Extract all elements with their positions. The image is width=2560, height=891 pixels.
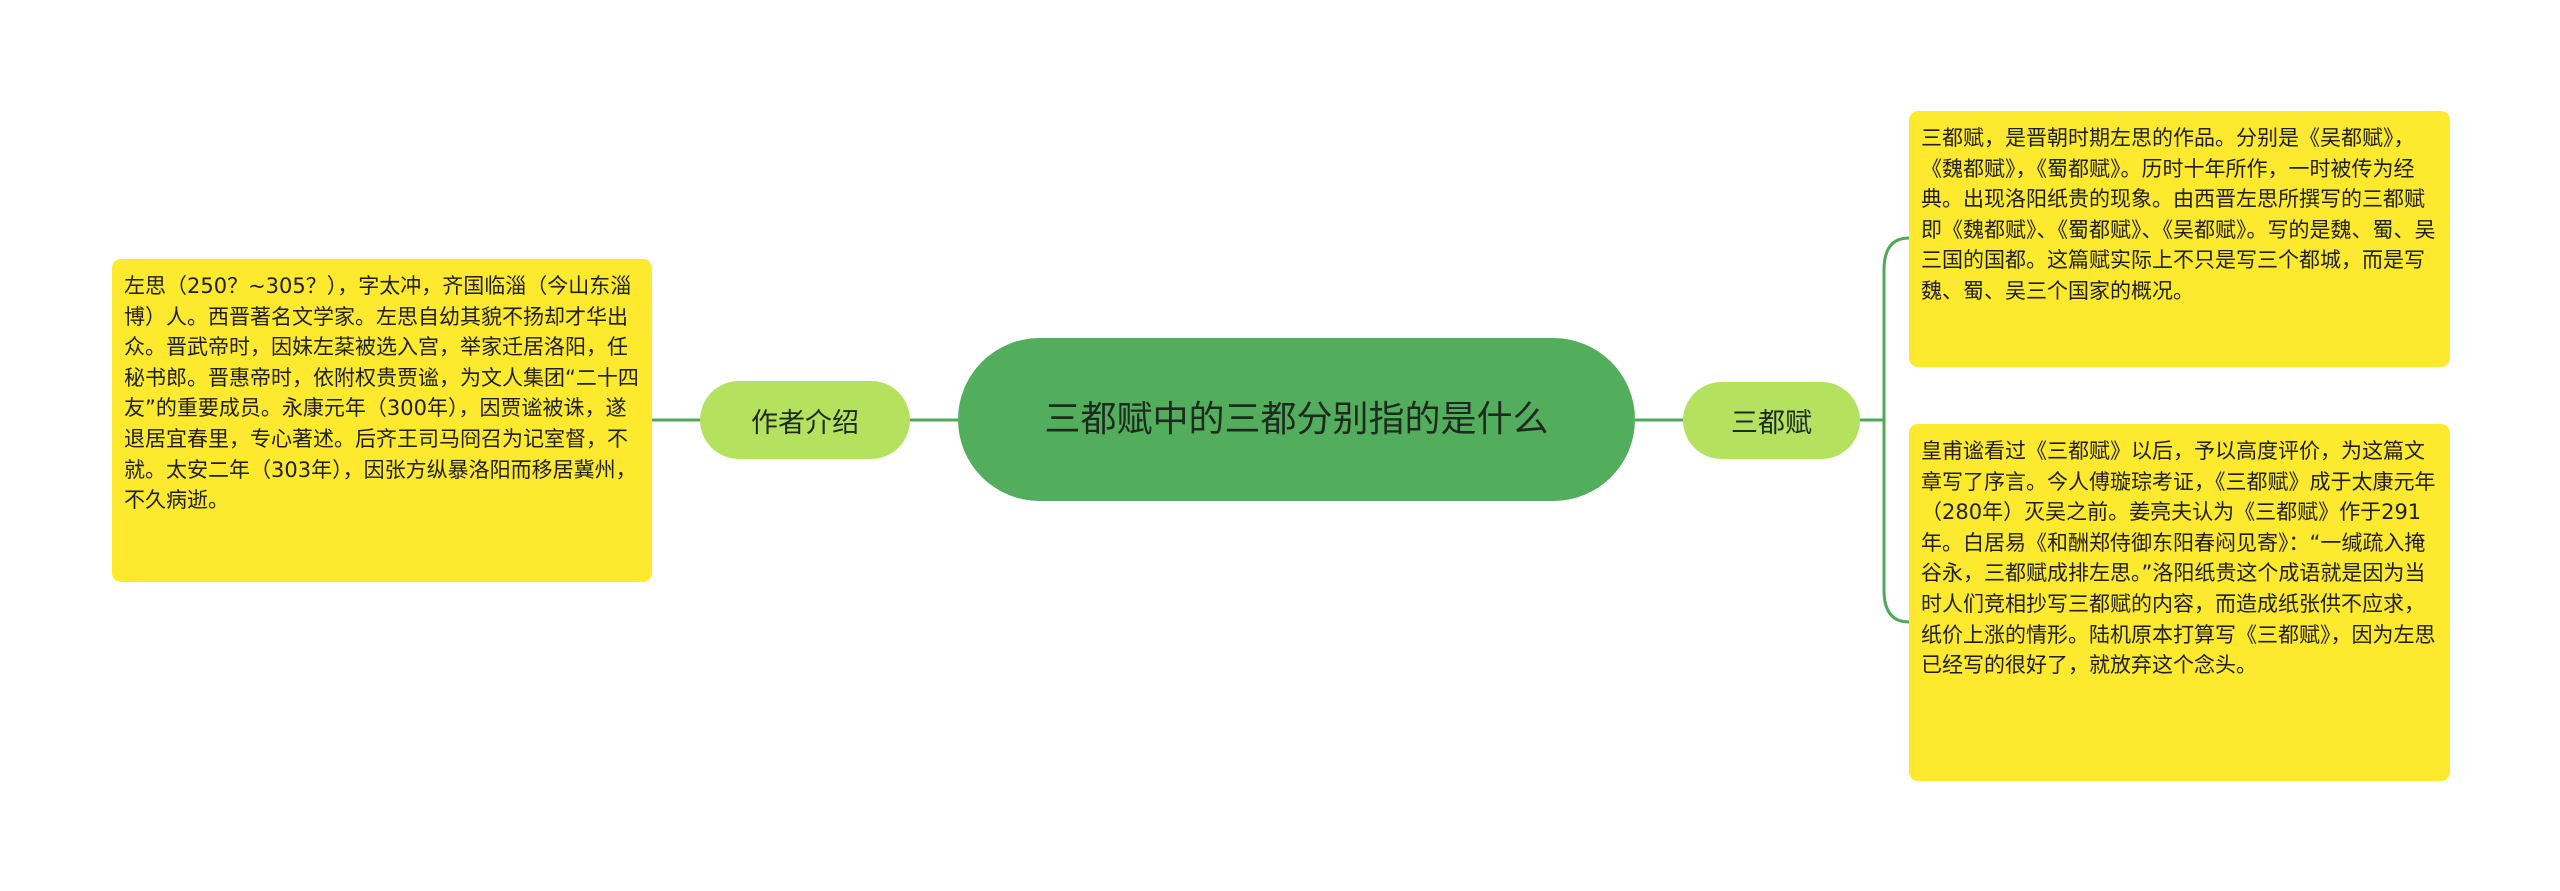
central-topic-title: 三都赋中的三都分别指的是什么 [1044, 398, 1549, 440]
branch-sandufu-label: 三都赋 [1731, 408, 1812, 439]
note-sandufu-overview-text: 三都赋，是晋朝时期左思的作品。分别是《吴都赋》，《魏都赋》，《蜀都赋》。历时十年… [1921, 126, 2436, 303]
branch-author-intro[interactable]: 作者介绍 [700, 381, 910, 459]
branch-author-intro-label: 作者介绍 [751, 407, 859, 439]
branch-sandufu[interactable]: 三都赋 [1683, 382, 1860, 459]
note-sandufu-overview[interactable]: 三都赋，是晋朝时期左思的作品。分别是《吴都赋》，《魏都赋》，《蜀都赋》。历时十年… [1909, 111, 2450, 367]
note-sandufu-reception[interactable]: 皇甫谧看过《三都赋》以后，予以高度评价，为这篇文章写了序言。今人傅璇琮考证，《三… [1909, 424, 2450, 781]
central-topic[interactable]: 三都赋中的三都分别指的是什么 [958, 338, 1635, 501]
note-author-bio-text: 左思（250？~305？），字太冲，齐国临淄（今山东淄博）人。西晋著名文学家。左… [124, 274, 639, 513]
note-author-bio[interactable]: 左思（250？~305？），字太冲，齐国临淄（今山东淄博）人。西晋著名文学家。左… [112, 259, 652, 582]
note-sandufu-reception-text: 皇甫谧看过《三都赋》以后，予以高度评价，为这篇文章写了序言。今人傅璇琮考证，《三… [1921, 439, 2436, 678]
